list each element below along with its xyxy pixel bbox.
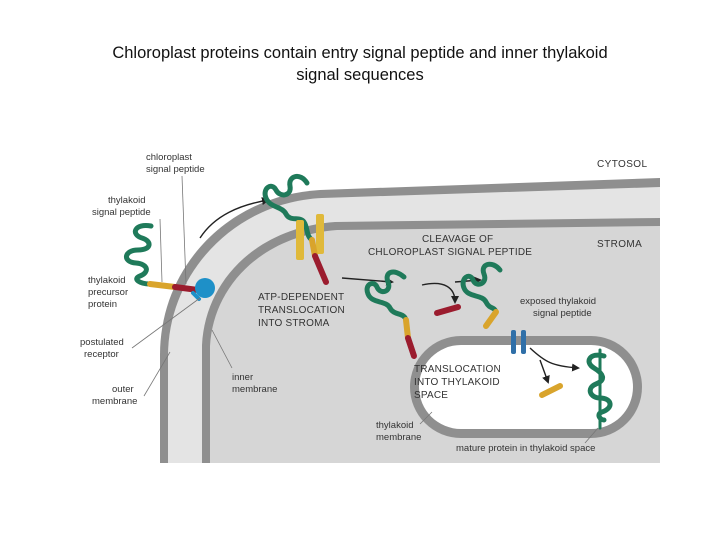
importing-signal-red: [312, 253, 329, 285]
stromal-intermediate-yellow: [403, 317, 411, 341]
postulated-receptor-label: postulated receptor: [80, 337, 126, 360]
stromal-intermediate: [364, 269, 417, 359]
thylakoid-translocator-left: [511, 330, 516, 354]
cytosol-label: CYTOSOL: [597, 159, 647, 170]
stromal-intermediate-red: [405, 335, 417, 359]
precursor-chloroplast-signal: [172, 284, 201, 293]
exposed-thylakoid-peptide: [483, 309, 499, 329]
outer-membrane-leader: [143, 351, 171, 397]
inner-membrane-label: inner membrane: [232, 372, 277, 395]
cleaved-chloroplast-signal: [434, 304, 461, 316]
thylakoid-membrane-label: thylakoid membrane: [376, 420, 421, 443]
thylakoid-membrane-leader: [419, 411, 433, 425]
precursor-mature-domain: [124, 223, 154, 287]
cleavage-arrow-1: [341, 277, 394, 286]
left-annotations: chloroplast signal peptide thylakoid sig…: [80, 152, 205, 407]
postulated-receptor-leader: [131, 297, 201, 349]
stroma-label: STROMA: [597, 239, 642, 250]
thylakoid-translocator: [511, 330, 526, 354]
mature-protein-leader: [584, 427, 599, 444]
stromal-intermediate-mature: [364, 269, 409, 323]
thylakoid-import-arrow: [529, 347, 580, 372]
postulated-receptor-shape: [195, 278, 215, 298]
importing-protein: [262, 173, 329, 285]
slide-title: Chloroplast proteins contain entry signa…: [40, 42, 680, 86]
thylakoid-import-arrow-2: [539, 359, 550, 384]
exposed-protein-mature: [460, 261, 503, 315]
cleaved-thylakoid-peptide: [539, 383, 563, 398]
import-arrow: [199, 197, 270, 239]
thylakoid-translocator-right: [521, 330, 526, 354]
receptor-stem: [191, 291, 201, 301]
mature-protein-label: mature protein in thylakoid space: [456, 443, 595, 454]
translocator-outer-right: [316, 214, 324, 254]
precursor-thylakoid-signal: [147, 281, 178, 290]
exposed-thylakoid-signal-label: exposed thylakoid signal peptide: [520, 296, 599, 319]
outer-membrane-label: outer membrane: [92, 384, 137, 407]
cleavage-curve-arrow: [421, 282, 459, 304]
cleavage-caption: CLEAVAGE OF CHLOROPLAST SIGNAL PEPTIDE: [368, 234, 532, 258]
inner-membrane-leader: [211, 329, 233, 369]
chloroplast-signal-peptide-leader: [181, 175, 187, 285]
chloroplast-signal-peptide-label: chloroplast signal peptide: [146, 152, 205, 175]
thylakoid-precursor-protein-label: thylakoid precursor protein: [88, 275, 131, 310]
slide-title-line-2: signal sequences: [296, 66, 424, 84]
thylakoid-translocation-caption: TRANSLOCATION INTO THYLAKOID SPACE: [414, 364, 504, 401]
slide-title-line-1: Chloroplast proteins contain entry signa…: [112, 44, 608, 62]
atp-translocation-caption: ATP-DEPENDENT TRANSLOCATION INTO STROMA: [258, 292, 348, 329]
thylakoid-signal-peptide-leader: [159, 218, 163, 283]
thylakoid-precursor-protein: [124, 223, 215, 301]
thylakoid-signal-peptide-label: thylakoid signal peptide: [92, 195, 151, 218]
translocator-outer-left: [296, 220, 304, 260]
exposed-thylakoid-signal-protein: [460, 261, 503, 329]
